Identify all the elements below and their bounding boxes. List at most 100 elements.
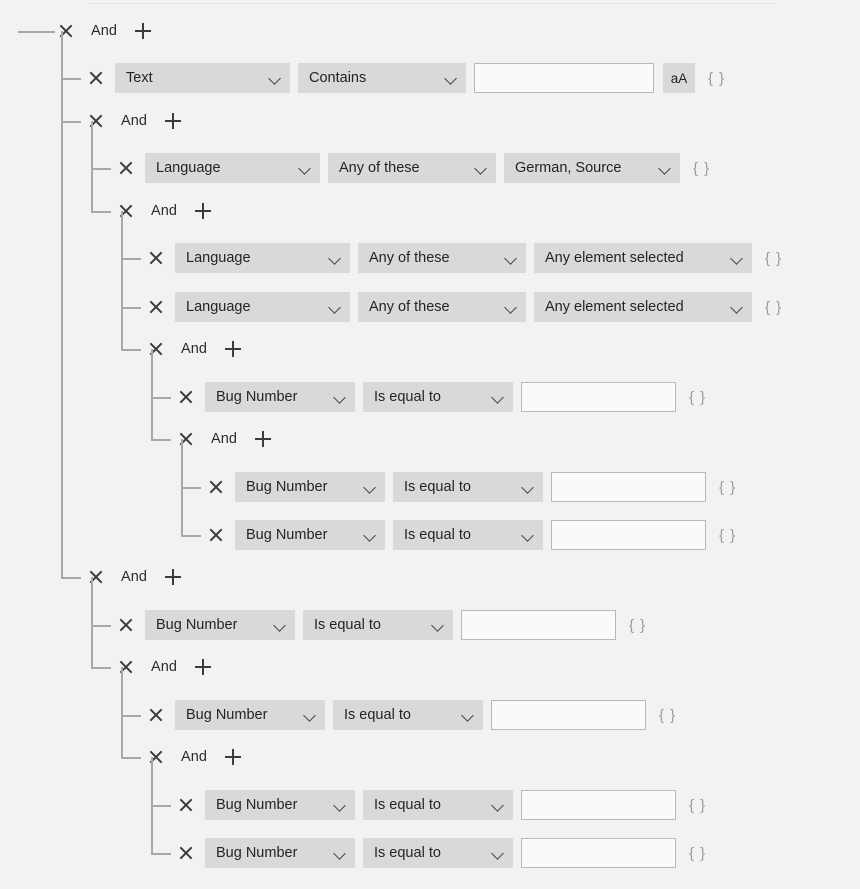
add-condition-icon[interactable]: [223, 339, 243, 359]
add-condition-icon[interactable]: [133, 21, 153, 41]
chevron-down-icon: [658, 161, 672, 175]
operator-dropdown[interactable]: Is equal to: [363, 838, 513, 868]
remove-group-icon[interactable]: [145, 338, 167, 360]
field-dropdown[interactable]: Bug Number: [235, 472, 385, 502]
remove-condition-icon[interactable]: [115, 157, 137, 179]
value-dropdown[interactable]: Any element selected: [534, 292, 752, 322]
placeholder-braces-button[interactable]: { }: [765, 298, 783, 316]
add-condition-icon[interactable]: [223, 747, 243, 767]
operator-dropdown[interactable]: Any of these: [358, 292, 526, 322]
field-dropdown[interactable]: Language: [145, 153, 320, 183]
tree-line-horizontal: [91, 625, 111, 627]
operator-dropdown[interactable]: Is equal to: [363, 790, 513, 820]
tree-line-horizontal: [91, 211, 111, 213]
add-condition-icon[interactable]: [193, 201, 213, 221]
value-input[interactable]: [521, 838, 676, 868]
operator-dropdown[interactable]: Is equal to: [363, 382, 513, 412]
value-dropdown[interactable]: German, Source: [504, 153, 680, 183]
value-input[interactable]: [551, 520, 706, 550]
placeholder-braces-button[interactable]: { }: [659, 706, 677, 724]
group-operator-label[interactable]: And: [211, 431, 238, 447]
operator-dropdown[interactable]: Is equal to: [333, 700, 483, 730]
field-dropdown[interactable]: Bug Number: [175, 700, 325, 730]
tree-line-horizontal: [61, 121, 81, 123]
remove-group-icon[interactable]: [175, 428, 197, 450]
tree-line-horizontal: [121, 307, 141, 309]
group-operator-label[interactable]: And: [181, 341, 208, 357]
condition-row: Bug Number Is equal to { }: [205, 518, 736, 552]
group-operator-label[interactable]: And: [151, 203, 178, 219]
remove-condition-icon[interactable]: [145, 247, 167, 269]
operator-dropdown[interactable]: Is equal to: [393, 520, 543, 550]
value-input[interactable]: [521, 382, 676, 412]
chevron-down-icon: [521, 528, 535, 542]
operator-dropdown[interactable]: Is equal to: [393, 472, 543, 502]
tree-line-horizontal: [18, 31, 55, 33]
placeholder-braces-button[interactable]: { }: [719, 478, 737, 496]
operator-dropdown[interactable]: Is equal to: [303, 610, 453, 640]
group-operator-label[interactable]: And: [91, 23, 118, 39]
placeholder-braces-button[interactable]: { }: [719, 526, 737, 544]
field-dropdown[interactable]: Bug Number: [145, 610, 295, 640]
remove-condition-icon[interactable]: [205, 476, 227, 498]
remove-group-icon[interactable]: [55, 20, 77, 42]
condition-row: Bug Number Is equal to { }: [175, 836, 706, 870]
placeholder-braces-button[interactable]: { }: [629, 616, 647, 634]
remove-group-icon[interactable]: [115, 656, 137, 678]
group-row: And: [85, 560, 183, 594]
add-condition-icon[interactable]: [163, 111, 183, 131]
group-operator-label[interactable]: And: [151, 659, 178, 675]
placeholder-braces-button[interactable]: { }: [689, 388, 707, 406]
remove-condition-icon[interactable]: [175, 794, 197, 816]
remove-condition-icon[interactable]: [205, 524, 227, 546]
remove-condition-icon[interactable]: [175, 386, 197, 408]
remove-group-icon[interactable]: [85, 110, 107, 132]
operator-dropdown[interactable]: Contains: [298, 63, 466, 93]
remove-group-icon[interactable]: [145, 746, 167, 768]
field-dropdown[interactable]: Language: [175, 243, 350, 273]
group-operator-label[interactable]: And: [121, 113, 148, 129]
group-operator-label[interactable]: And: [121, 569, 148, 585]
group-row: And: [85, 104, 183, 138]
field-dropdown-value: Bug Number: [216, 389, 298, 405]
field-dropdown[interactable]: Text: [115, 63, 290, 93]
placeholder-braces-button[interactable]: { }: [689, 844, 707, 862]
remove-condition-icon[interactable]: [85, 67, 107, 89]
remove-condition-icon[interactable]: [115, 614, 137, 636]
match-case-button[interactable]: aA: [663, 63, 695, 93]
operator-dropdown-value: Is equal to: [374, 797, 441, 813]
field-dropdown[interactable]: Language: [175, 292, 350, 322]
chevron-down-icon: [273, 618, 287, 632]
field-dropdown[interactable]: Bug Number: [205, 838, 355, 868]
tree-line-horizontal: [61, 78, 81, 80]
field-dropdown[interactable]: Bug Number: [205, 382, 355, 412]
value-input[interactable]: [474, 63, 654, 93]
operator-dropdown[interactable]: Any of these: [328, 153, 496, 183]
remove-group-icon[interactable]: [85, 566, 107, 588]
value-input[interactable]: [521, 790, 676, 820]
add-condition-icon[interactable]: [163, 567, 183, 587]
value-input[interactable]: [551, 472, 706, 502]
value-input[interactable]: [461, 610, 616, 640]
placeholder-braces-button[interactable]: { }: [708, 69, 726, 87]
placeholder-braces-button[interactable]: { }: [765, 249, 783, 267]
tree-line-vertical: [121, 211, 123, 349]
field-dropdown-value: Bug Number: [216, 797, 298, 813]
add-condition-icon[interactable]: [193, 657, 213, 677]
operator-dropdown[interactable]: Any of these: [358, 243, 526, 273]
field-dropdown[interactable]: Bug Number: [205, 790, 355, 820]
operator-dropdown-value: Any of these: [369, 250, 450, 266]
condition-row: Text Contains aA { }: [85, 61, 725, 95]
field-dropdown-value: Bug Number: [156, 617, 238, 633]
placeholder-braces-button[interactable]: { }: [693, 159, 711, 177]
add-condition-icon[interactable]: [253, 429, 273, 449]
group-operator-label[interactable]: And: [181, 749, 208, 765]
value-dropdown[interactable]: Any element selected: [534, 243, 752, 273]
value-input[interactable]: [491, 700, 646, 730]
remove-condition-icon[interactable]: [175, 842, 197, 864]
field-dropdown[interactable]: Bug Number: [235, 520, 385, 550]
remove-condition-icon[interactable]: [145, 704, 167, 726]
remove-group-icon[interactable]: [115, 200, 137, 222]
placeholder-braces-button[interactable]: { }: [689, 796, 707, 814]
remove-condition-icon[interactable]: [145, 296, 167, 318]
